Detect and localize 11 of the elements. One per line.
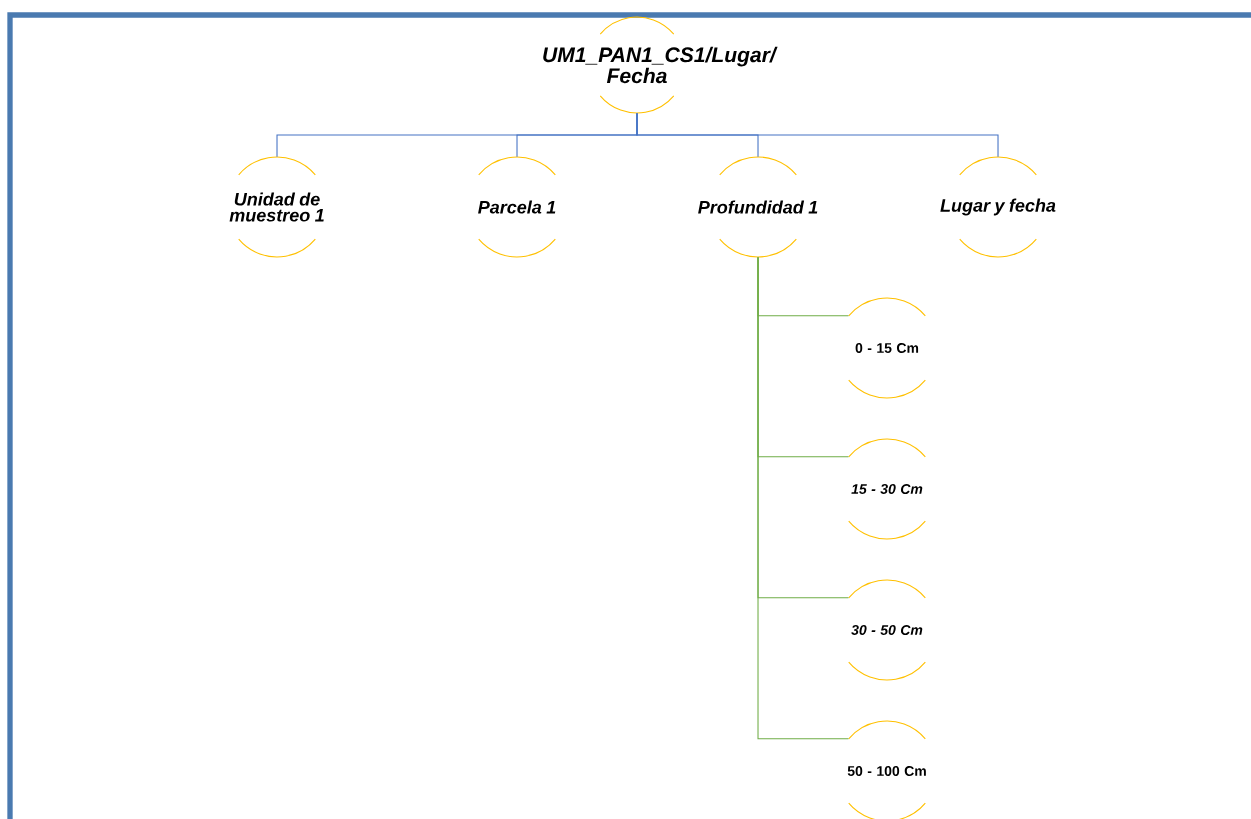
circle-node: 0 - 15 Cm <box>848 297 926 399</box>
connector-line <box>757 256 850 740</box>
connector-line <box>636 112 999 158</box>
circle-node: 15 - 30 Cm <box>848 438 926 540</box>
circle-node: UM1_PAN1_CS1/Lugar/ Fecha <box>543 16 778 114</box>
circle-node: 30 - 50 Cm <box>848 579 926 681</box>
circle-node: Parcela 1 <box>478 156 556 258</box>
circle-node: Unidad de muestreo 1 <box>229 156 324 258</box>
circle-node: 50 - 100 Cm <box>847 720 926 819</box>
circle-node: Lugar y fecha <box>940 156 1056 258</box>
circle-node: Profundidad 1 <box>698 156 818 258</box>
